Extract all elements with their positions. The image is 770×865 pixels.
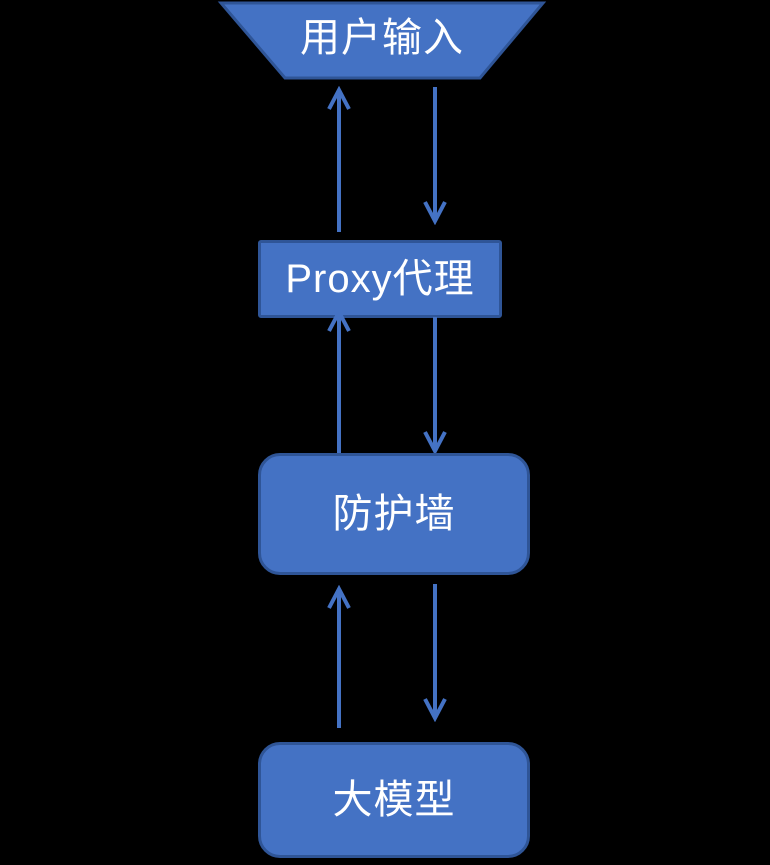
arrow-down-proxy-to-firewall	[419, 317, 451, 455]
node-llm-label: 大模型	[332, 778, 456, 822]
node-user-input-label: 用户输入	[300, 16, 464, 60]
inverted-trapezoid-shape	[217, 1, 547, 80]
node-user-input: 用户输入	[217, 1, 547, 81]
arrow-down-firewall-to-llm	[419, 584, 451, 722]
node-llm: 大模型	[258, 742, 530, 858]
arrow-up-llm-to-firewall	[323, 585, 355, 728]
arrow-down-user-input-to-proxy	[419, 87, 451, 225]
arrow-up-proxy-to-user-input	[323, 86, 355, 232]
node-firewall-label: 防护墙	[332, 492, 456, 536]
arrow-up-firewall-to-proxy	[323, 308, 355, 455]
node-firewall: 防护墙	[258, 453, 530, 575]
node-proxy: Proxy代理	[258, 240, 502, 318]
node-proxy-label: Proxy代理	[285, 257, 475, 301]
